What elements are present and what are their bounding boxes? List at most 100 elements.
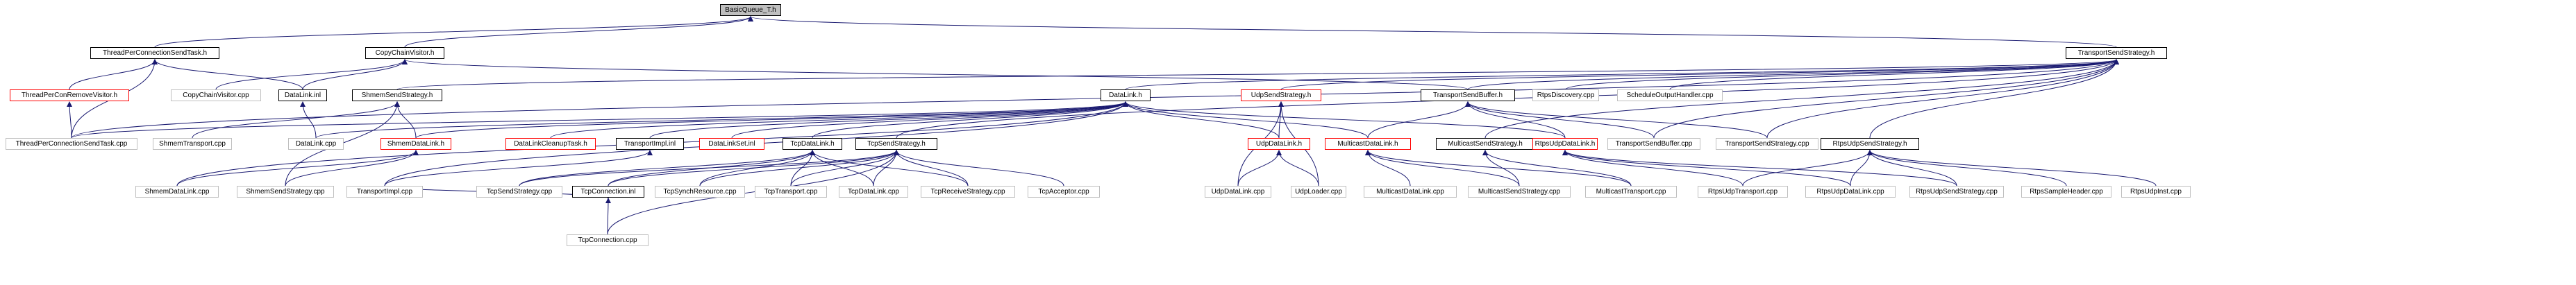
include-edge <box>812 101 1128 139</box>
graph-node-tss-h[interactable]: TransportSendStrategy.h <box>2066 47 2167 59</box>
include-edge <box>1867 150 2067 187</box>
graph-node-udp-ss-h[interactable]: UdpSendStrategy.h <box>1241 89 1321 101</box>
graph-node-tcp-acc-cpp[interactable]: TcpAcceptor.cpp <box>1028 186 1100 198</box>
include-edge <box>71 59 2119 139</box>
include-edge <box>1562 150 1957 187</box>
graph-node-dlct-h[interactable]: DataLinkCleanupTask.h <box>505 138 596 150</box>
include-edge <box>1123 101 1280 139</box>
include-edge <box>1867 150 2157 187</box>
include-edge <box>1365 150 1520 187</box>
include-edge <box>519 150 815 187</box>
graph-node-tcp-conn-inl[interactable]: TcpConnection.inl <box>572 186 644 198</box>
include-edge <box>1565 59 2119 90</box>
graph-node-udp-dl-h[interactable]: UdpDataLink.h <box>1248 138 1310 150</box>
include-edge <box>519 150 899 187</box>
graph-node-tsb-cpp[interactable]: TransportSendBuffer.cpp <box>1607 138 1700 150</box>
graph-node-mc-dl-cpp[interactable]: MulticastDataLink.cpp <box>1364 186 1457 198</box>
graph-node-tcp-conn-cpp[interactable]: TcpConnection.cpp <box>567 234 649 246</box>
include-edge <box>1123 101 1369 139</box>
include-edge <box>215 59 408 90</box>
graph-node-tsb-h[interactable]: TransportSendBuffer.h <box>1421 89 1515 101</box>
graph-node-dl-cpp[interactable]: DataLink.cpp <box>288 138 344 150</box>
graph-node-mc-ss-h[interactable]: MulticastSendStrategy.h <box>1436 138 1534 150</box>
graph-node-tpcst-cpp[interactable]: ThreadPerConnectionSendTask.cpp <box>6 138 137 150</box>
graph-node-tss-cpp[interactable]: TransportSendStrategy.cpp <box>1716 138 1818 150</box>
include-edge <box>894 150 969 187</box>
graph-node-tcp-rs-cpp[interactable]: TcpReceiveStrategy.cpp <box>921 186 1015 198</box>
include-edge <box>1465 101 1768 139</box>
include-edge <box>192 101 400 139</box>
include-edge <box>1467 59 2119 90</box>
graph-node-shm-dl-h[interactable]: ShmemDataLink.h <box>380 138 451 150</box>
include-edge <box>1869 59 2119 139</box>
graph-node-ccv-cpp[interactable]: CopyChainVisitor.cpp <box>171 89 261 101</box>
include-edge <box>1365 150 1411 187</box>
include-edge <box>152 59 303 90</box>
include-edge <box>649 101 1128 139</box>
include-edge <box>1867 150 1957 187</box>
graph-node-shm-ss-cpp[interactable]: ShmemSendStrategy.cpp <box>237 186 334 198</box>
graph-node-ti-cpp[interactable]: TransportImpl.cpp <box>346 186 423 198</box>
include-edge <box>384 150 653 187</box>
include-edge <box>607 150 899 235</box>
graph-node-rtps-udp-ss-h[interactable]: RtpsUdpSendStrategy.h <box>1821 138 1919 150</box>
include-edge <box>790 150 899 187</box>
graph-node-dl-h[interactable]: DataLink.h <box>1101 89 1151 101</box>
graph-node-tcp-ss-h[interactable]: TcpSendStrategy.h <box>855 138 937 150</box>
include-edge <box>1280 59 2119 90</box>
graph-node-shm-dl-cpp[interactable]: ShmemDataLink.cpp <box>135 186 219 198</box>
graph-node-rtps-udp-ss-cpp[interactable]: RtpsUdpSendStrategy.cpp <box>1909 186 2004 198</box>
include-edge <box>1669 59 2119 90</box>
include-edge <box>1482 150 1632 187</box>
graph-node-ccv-h[interactable]: CopyChainVisitor.h <box>365 47 444 59</box>
graph-node-rtps-udp-transport[interactable]: RtpsUdpTransport.cpp <box>1698 186 1788 198</box>
graph-node-udp-loader[interactable]: UdpLoader.cpp <box>1291 186 1346 198</box>
include-edge <box>394 101 417 139</box>
graph-node-mc-ss-cpp[interactable]: MulticastSendStrategy.cpp <box>1468 186 1571 198</box>
graph-node-mc-dl-h[interactable]: MulticastDataLink.h <box>1325 138 1411 150</box>
graph-node-rtps-inst[interactable]: RtpsUdpInst.cpp <box>2121 186 2191 198</box>
include-edge <box>315 101 1128 139</box>
include-edge <box>1367 101 1471 139</box>
graph-node-shm-ss-h[interactable]: ShmemSendStrategy.h <box>352 89 442 101</box>
graph-node-rtps-udp-dl-cpp[interactable]: RtpsUdpDataLink.cpp <box>1805 186 1896 198</box>
graph-node-tcp-dl-h[interactable]: TcpDataLink.h <box>783 138 842 150</box>
include-edge <box>1562 150 1743 187</box>
include-edge <box>1465 101 1655 139</box>
graph-node-tcp-ss-cpp[interactable]: TcpSendStrategy.cpp <box>476 186 562 198</box>
graph-node-shm-transport[interactable]: ShmemTransport.cpp <box>153 138 232 150</box>
graph-node-tcp-transport[interactable]: TcpTransport.cpp <box>755 186 827 198</box>
include-edge <box>415 101 1128 139</box>
include-edge <box>1484 59 2119 139</box>
include-edge <box>699 150 899 187</box>
graph-node-mc-transport[interactable]: MulticastTransport.cpp <box>1585 186 1677 198</box>
include-edge <box>300 101 317 139</box>
include-edge <box>302 59 408 90</box>
graph-node-rtps-disc[interactable]: RtpsDiscovery.cpp <box>1532 89 1599 101</box>
include-edge <box>1365 150 1632 187</box>
include-edge <box>1562 150 1851 187</box>
include-edge <box>404 16 753 48</box>
include-edge <box>550 101 1128 139</box>
graph-node-tpcst-h[interactable]: ThreadPerConnectionSendTask.h <box>90 47 219 59</box>
graph-node-dls-inl[interactable]: DataLinkSet.inl <box>699 138 764 150</box>
include-edge <box>1276 150 1319 187</box>
include-edge <box>608 150 899 187</box>
graph-node-dl-inl[interactable]: DataLink.inl <box>278 89 327 101</box>
graph-node-tcp-dl-cpp[interactable]: TcpDataLink.cpp <box>839 186 908 198</box>
include-edge <box>396 59 2119 90</box>
graph-node-rtps-udp-dl-h[interactable]: RtpsUdpDataLink.h <box>1532 138 1598 150</box>
include-edge <box>71 101 1128 139</box>
include-edge <box>608 150 815 187</box>
graph-node-udp-dl-cpp[interactable]: UdpDataLink.cpp <box>1205 186 1271 198</box>
graph-node-tcp-sr-cpp[interactable]: TcpSynchResource.cpp <box>655 186 745 198</box>
graph-node-rtps-sh-cpp[interactable]: RtpsSampleHeader.cpp <box>2021 186 2111 198</box>
graph-node-soh-cpp[interactable]: ScheduleOutputHandler.cpp <box>1617 89 1723 101</box>
graph-node-ti-inl[interactable]: TransportImpl.inl <box>616 138 684 150</box>
include-edge <box>176 150 419 187</box>
include-edge <box>1850 150 1873 187</box>
include-edge <box>154 16 753 48</box>
graph-node-tpcrv-h[interactable]: ThreadPerConRemoveVisitor.h <box>10 89 129 101</box>
include-edge <box>810 150 969 187</box>
